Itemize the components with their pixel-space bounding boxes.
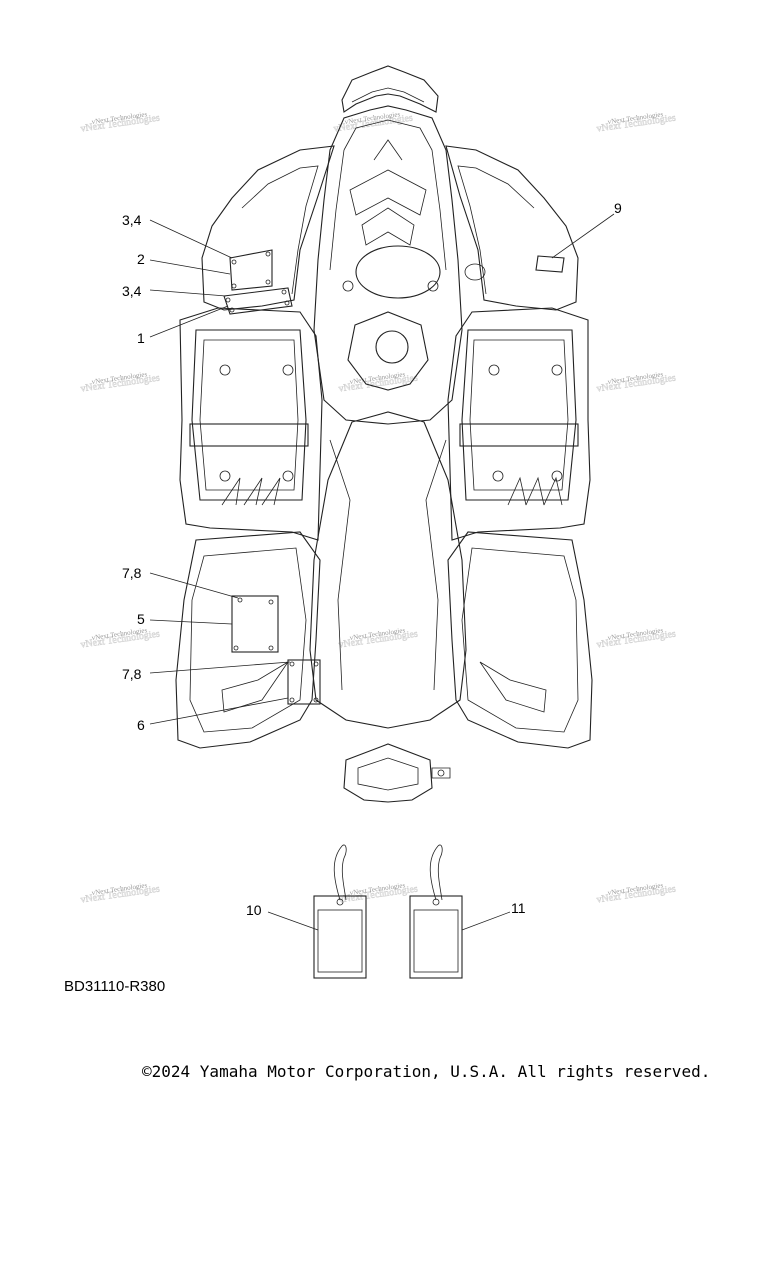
label-part-5 [231,595,279,653]
callout-2: 2 [137,251,145,267]
label-parts [223,249,565,979]
callout-6: 6 [137,717,145,733]
diagram-code: BD31110-R380 [64,978,166,995]
hang-tag-11 [409,844,463,979]
callout-5: 5 [137,611,145,627]
copyright-notice: ©2024 Yamaha Motor Corporation, U.S.A. A… [142,1062,711,1081]
callout-1: 1 [137,330,145,346]
leader-lines [149,213,615,931]
callout-10: 10 [246,902,262,918]
label-part-9 [535,255,565,273]
callout-7-8-upper: 7,8 [122,565,142,581]
callout-3-4-lower: 3,4 [122,283,142,299]
label-part-1 [223,287,293,315]
label-part-2 [229,249,273,291]
callout-3-4-upper: 3,4 [122,212,142,228]
label-part-6 [287,659,321,705]
hang-tag-10 [313,844,367,979]
callout-9: 9 [614,200,622,216]
callout-7-8-lower: 7,8 [122,666,142,682]
callout-labels: 3,4 2 3,4 1 9 7,8 5 7,8 6 10 11 [122,200,622,918]
callout-11: 11 [511,900,526,916]
atv-body-drawing [175,65,593,803]
